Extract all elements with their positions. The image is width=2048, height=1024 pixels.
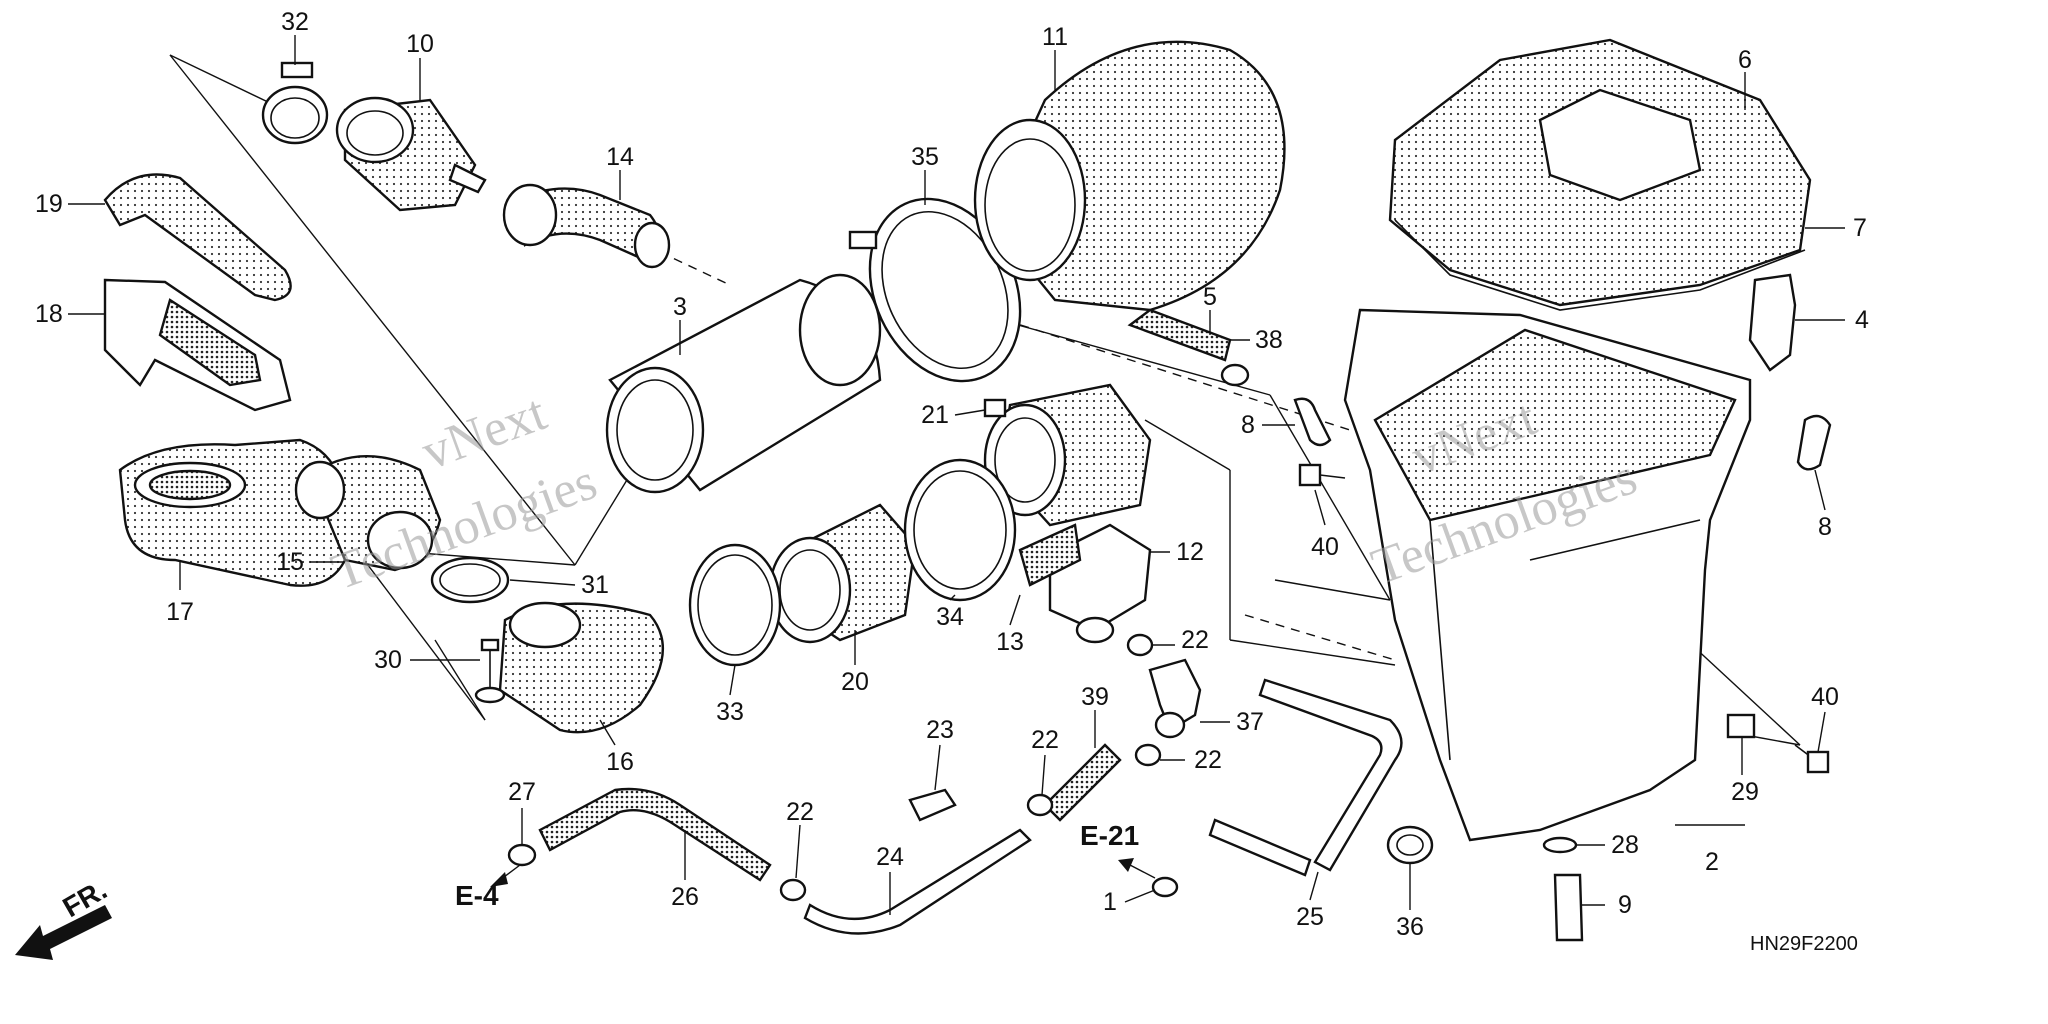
- callout-32: 32: [281, 8, 309, 36]
- callout-14: 14: [606, 143, 634, 171]
- clip-27: [507, 843, 537, 867]
- hose-26: [538, 787, 772, 882]
- callout-8-right: 8: [1818, 513, 1832, 541]
- hose-25: [1208, 678, 1403, 877]
- callout-38: 38: [1255, 326, 1283, 354]
- callout-31: 31: [581, 571, 609, 599]
- air-duct-17: [118, 438, 347, 587]
- callout-10: 10: [406, 30, 434, 58]
- diagram-code: HN29F2200: [1750, 933, 1858, 955]
- air-box-housing-2: [1343, 308, 1752, 842]
- screw-30: [474, 638, 506, 704]
- clip-22-a: [1126, 633, 1154, 657]
- clip-28: [1542, 836, 1578, 854]
- callout-9: 9: [1618, 891, 1632, 919]
- callout-16: 16: [606, 748, 634, 776]
- housing-cover-6: [1388, 38, 1812, 311]
- callout-7: 7: [1853, 214, 1867, 242]
- clip-22-d: [779, 878, 807, 902]
- callout-17: 17: [166, 598, 194, 626]
- grommet-29: [1726, 713, 1756, 739]
- reference-arrows: [490, 858, 1156, 887]
- clip-8-right: [1796, 414, 1832, 471]
- callout-22-b: 22: [1194, 746, 1222, 774]
- clamp-31: [430, 556, 510, 604]
- fitting-23: [908, 788, 957, 822]
- bolt-40-upper: [1298, 463, 1346, 487]
- clip-1: [1151, 876, 1179, 898]
- elbow-37: [1148, 658, 1202, 739]
- callout-35: 35: [911, 143, 939, 171]
- callout-26: 26: [671, 883, 699, 911]
- callout-40-upper: 40: [1311, 533, 1339, 561]
- duct-16: [498, 601, 665, 734]
- front-direction-arrow: [15, 905, 112, 960]
- callout-22-d: 22: [786, 798, 814, 826]
- callout-15: 15: [276, 548, 304, 576]
- clip-4: [1748, 273, 1797, 372]
- callout-8-left: 8: [1241, 411, 1255, 439]
- clip-8-left: [1293, 397, 1332, 447]
- callout-27: 27: [508, 778, 536, 806]
- clamp-32: [261, 61, 329, 145]
- reference-e21: E-21: [1080, 820, 1139, 851]
- boot-20: [768, 503, 917, 644]
- drain-tube-5: [1127, 308, 1250, 387]
- plug-36: [1386, 825, 1434, 865]
- sensor-12: [1018, 523, 1152, 644]
- callout-28: 28: [1611, 831, 1639, 859]
- callout-3: 3: [673, 293, 687, 321]
- band-34: [903, 458, 1017, 602]
- tube-14: [502, 183, 671, 269]
- callout-5: 5: [1203, 283, 1217, 311]
- reference-e4: E-4: [455, 880, 499, 911]
- callout-33: 33: [716, 698, 744, 726]
- drain-9: [1553, 873, 1584, 942]
- callout-20: 20: [841, 668, 869, 696]
- outer-filter-11: [973, 40, 1286, 312]
- callout-22-c: 22: [1031, 726, 1059, 754]
- callout-21: 21: [921, 401, 949, 429]
- callout-2: 2: [1705, 848, 1719, 876]
- clip-22-b: [1026, 793, 1054, 817]
- callout-29: 29: [1731, 778, 1759, 806]
- tube-39: [1043, 743, 1122, 822]
- intake-joint-10: [335, 96, 487, 212]
- cover-19: [103, 173, 292, 302]
- callout-6: 6: [1738, 46, 1752, 74]
- callout-19: 19: [35, 190, 63, 218]
- callout-34: 34: [936, 603, 964, 631]
- callout-24: 24: [876, 843, 904, 871]
- callout-40-lower: 40: [1811, 683, 1839, 711]
- band-35: [848, 197, 1022, 383]
- callout-23: 23: [926, 716, 954, 744]
- callout-13: 13: [996, 628, 1024, 656]
- callout-labels: 32 10 14 11 35 6 7 19 18 3 5 38 4 21 8 8…: [35, 8, 1869, 941]
- filter-element-3: [605, 273, 882, 494]
- callout-39: 39: [1081, 683, 1109, 711]
- callout-12: 12: [1176, 538, 1204, 566]
- band-33: [688, 543, 782, 667]
- callout-1: 1: [1103, 888, 1117, 916]
- boot-15: [294, 455, 442, 572]
- callout-22-a: 22: [1181, 626, 1209, 654]
- callout-4: 4: [1855, 306, 1869, 334]
- callout-37: 37: [1236, 708, 1264, 736]
- watermark-line-1: vNext: [415, 384, 554, 481]
- bolt-40-lower: [1794, 744, 1830, 774]
- callout-11: 11: [1042, 23, 1068, 51]
- tray-18: [103, 278, 292, 412]
- clip-22-c: [1134, 743, 1162, 767]
- callout-25: 25: [1296, 903, 1324, 931]
- callout-30: 30: [374, 646, 402, 674]
- callout-36: 36: [1396, 913, 1424, 941]
- hose-24: [803, 828, 1032, 935]
- callout-18: 18: [35, 300, 63, 328]
